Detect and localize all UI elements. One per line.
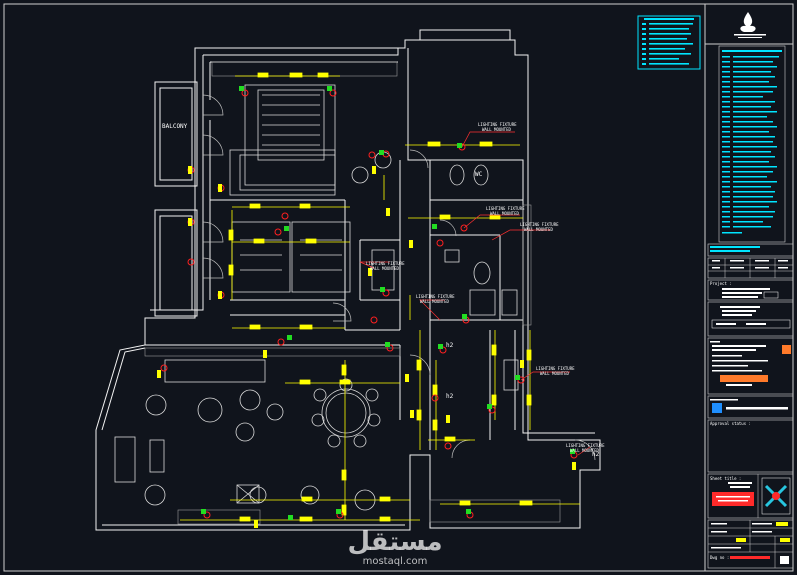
svg-text:LIGHTING FIXTURE: LIGHTING FIXTURE: [536, 366, 575, 371]
key-plan-icon: [761, 477, 791, 515]
title-block: Project : Approval status : Sheet title …: [704, 4, 794, 571]
callouts: [359, 131, 591, 456]
svg-text:WALL MOUNTED: WALL MOUNTED: [370, 266, 399, 271]
svg-text:WALL MOUNTED: WALL MOUNTED: [540, 371, 569, 376]
room-label-balcony: BALCONY: [162, 123, 188, 130]
dimension-lines: [180, 72, 580, 522]
svg-text:WALL MOUNTED: WALL MOUNTED: [490, 211, 519, 216]
watermark-arabic: مستقل: [347, 527, 442, 557]
project-label: Project :: [710, 281, 732, 286]
svg-text:h2: h2: [446, 342, 454, 349]
sheet-frame: [3, 3, 794, 572]
fixture-markers: [157, 86, 578, 528]
legend-box: [637, 15, 701, 70]
svg-text:LIGHTING FIXTURE: LIGHTING FIXTURE: [566, 443, 605, 448]
svg-text:WALL MOUNTED: WALL MOUNTED: [420, 299, 449, 304]
svg-text:WALL MOUNTED: WALL MOUNTED: [482, 127, 511, 132]
svg-text:LIGHTING FIXTURE: LIGHTING FIXTURE: [366, 261, 405, 266]
logo-icon: [734, 12, 766, 38]
svg-text:h2: h2: [592, 451, 600, 458]
svg-text:LIGHTING FIXTURE: LIGHTING FIXTURE: [486, 206, 525, 211]
watermark-latin: mostaql.com: [363, 556, 428, 567]
svg-text:WALL MOUNTED: WALL MOUNTED: [570, 448, 599, 453]
approval-label: Approval status :: [710, 421, 751, 426]
svg-text:LIGHTING FIXTURE: LIGHTING FIXTURE: [478, 122, 517, 127]
room-label-wc: WC: [475, 171, 483, 178]
svg-text:LIGHTING FIXTURE: LIGHTING FIXTURE: [520, 222, 559, 227]
furniture: [114, 84, 519, 511]
height-marks: h2 h2 h2: [446, 342, 600, 458]
floor-plan: [95, 29, 601, 531]
watermark: مستقل mostaql.com: [347, 527, 442, 567]
svg-text:h2: h2: [446, 393, 454, 400]
dwg-no-label: Dwg no :: [710, 555, 729, 560]
svg-text:WALL MOUNTED: WALL MOUNTED: [524, 227, 553, 232]
svg-text:LIGHTING FIXTURE: LIGHTING FIXTURE: [416, 294, 455, 299]
sheet-title-label: Sheet title :: [710, 476, 741, 481]
